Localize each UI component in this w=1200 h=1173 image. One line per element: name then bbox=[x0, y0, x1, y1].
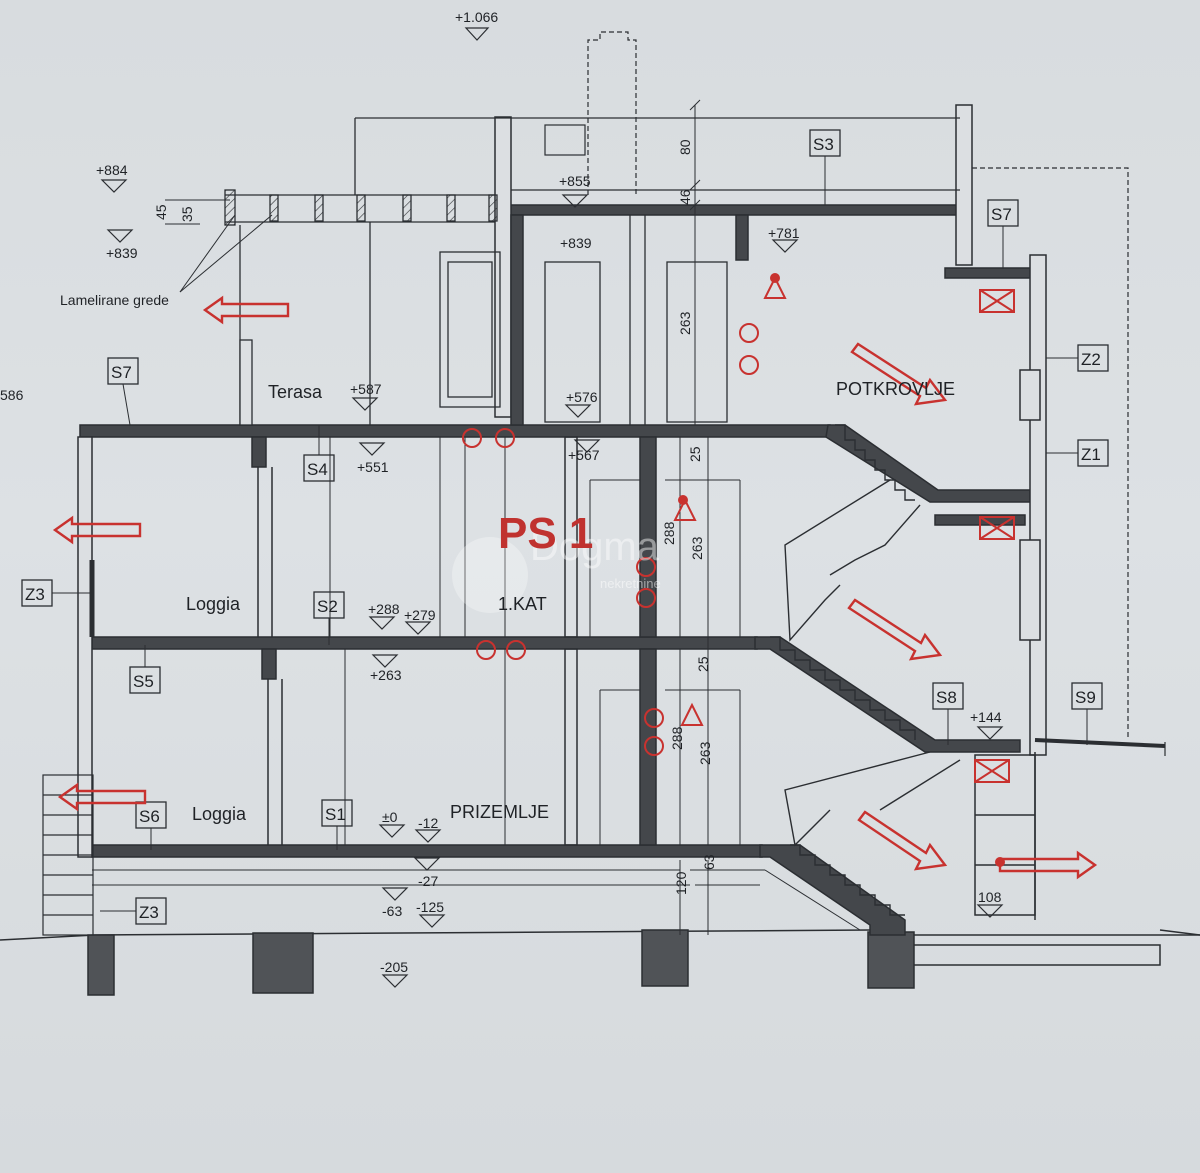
tag-s2: S2 bbox=[317, 597, 338, 616]
floor-label-ground: PRIZEMLJE bbox=[450, 802, 549, 822]
beam-leaders bbox=[179, 214, 273, 293]
tag-s7-right: S7 bbox=[991, 205, 1012, 224]
dim-63: 63 bbox=[701, 854, 717, 870]
tag-z2: Z2 bbox=[1081, 350, 1101, 369]
sheet-title: PS 1 bbox=[498, 509, 593, 558]
dim-120: 120 bbox=[673, 871, 689, 895]
level-884: +884 bbox=[96, 162, 128, 178]
level-minus-125: -125 bbox=[416, 899, 444, 915]
level-minus-205: -205 bbox=[380, 959, 408, 975]
level-144: +144 bbox=[970, 709, 1002, 725]
level-839-left: +839 bbox=[106, 245, 138, 261]
roof-edge bbox=[511, 167, 1166, 756]
tag-z1: Z1 bbox=[1081, 445, 1101, 464]
dim-288-a: 288 bbox=[661, 521, 677, 545]
tag-s7-left: S7 bbox=[111, 363, 132, 382]
dim-263-top: 263 bbox=[677, 311, 693, 335]
room-label-terrace: Terasa bbox=[268, 382, 323, 402]
watermark: Dogma nekretnine bbox=[452, 525, 661, 613]
fire-symbols bbox=[462, 273, 1015, 867]
dim-288-b: 288 bbox=[669, 726, 685, 750]
level-279: +279 bbox=[404, 607, 436, 623]
tag-s3: S3 bbox=[813, 135, 834, 154]
level-minus-12: -12 bbox=[418, 815, 438, 831]
level-zero: ±0 bbox=[382, 809, 398, 825]
dim-263-low: 263 bbox=[697, 741, 713, 765]
tag-s8: S8 bbox=[936, 688, 957, 707]
level-markers bbox=[100, 27, 1004, 988]
exterior-stair bbox=[42, 774, 94, 936]
room-label-loggia-upper: Loggia bbox=[186, 594, 241, 614]
level-minus-27: -27 bbox=[418, 873, 438, 889]
level-839-mid: +839 bbox=[560, 235, 592, 251]
level-586: 586 bbox=[0, 387, 24, 403]
level-263: +263 bbox=[370, 667, 402, 683]
note-laminated-beams: Lamelirane grede bbox=[60, 292, 169, 308]
tag-leaders bbox=[52, 156, 1088, 912]
tag-s1: S1 bbox=[325, 805, 346, 824]
dim-80: 80 bbox=[677, 139, 693, 155]
tag-s9: S9 bbox=[1075, 688, 1096, 707]
room-lines bbox=[92, 437, 861, 931]
staircases bbox=[770, 424, 961, 916]
dim-25-b: 25 bbox=[695, 656, 711, 672]
tag-z3-lower: Z3 bbox=[139, 903, 159, 922]
dim-35: 35 bbox=[179, 206, 195, 222]
level-108: 108 bbox=[978, 889, 1002, 905]
foundations bbox=[87, 929, 915, 996]
level-855: +855 bbox=[559, 173, 591, 189]
floor-slabs bbox=[79, 204, 1046, 936]
level-top: +1.066 bbox=[455, 9, 498, 25]
tag-z3-upper: Z3 bbox=[25, 585, 45, 604]
dim-45: 45 bbox=[153, 204, 169, 220]
terrain-line bbox=[0, 929, 1200, 966]
tag-s5: S5 bbox=[133, 672, 154, 691]
level-576: +576 bbox=[566, 389, 598, 405]
chimney bbox=[544, 31, 637, 195]
tag-s6: S6 bbox=[139, 807, 160, 826]
level-587: +587 bbox=[350, 381, 382, 397]
dim-263-mid: 263 bbox=[689, 536, 705, 560]
tag-s4: S4 bbox=[307, 460, 328, 479]
watermark-text: Dogma bbox=[530, 525, 660, 569]
level-781: +781 bbox=[768, 225, 800, 241]
level-551: +551 bbox=[357, 459, 389, 475]
watermark-subtext: nekretnine bbox=[600, 576, 661, 591]
floor-label-first: 1.KAT bbox=[498, 594, 547, 614]
walls bbox=[77, 104, 1047, 920]
pergola bbox=[224, 117, 960, 426]
floor-label-attic: POTKROVLJE bbox=[836, 379, 955, 399]
escape-route-arrows bbox=[52, 295, 1098, 880]
dim-46: 46 bbox=[677, 189, 693, 205]
level-567: +567 bbox=[568, 447, 600, 463]
dim-25-a: 25 bbox=[687, 446, 703, 462]
level-minus-63: -63 bbox=[382, 903, 402, 919]
dimension-lines bbox=[165, 99, 709, 935]
level-288: +288 bbox=[368, 601, 400, 617]
room-label-loggia-lower: Loggia bbox=[192, 804, 247, 824]
